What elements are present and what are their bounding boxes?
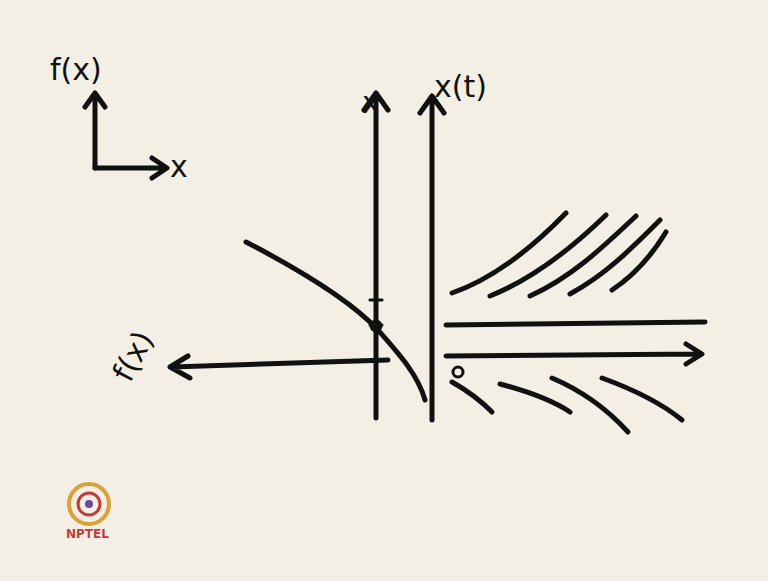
trajectory-constant-upper (446, 322, 705, 325)
axis-label: f(x) (50, 55, 102, 85)
axis-label: x(t) (434, 72, 487, 102)
trajectory-up (452, 213, 566, 293)
trajectory-down (500, 384, 570, 412)
small-horizontal-axis (95, 158, 167, 178)
trajectory-down (602, 378, 682, 420)
fixed-point (372, 322, 380, 330)
start-dot (453, 367, 463, 377)
trajectory-up (612, 232, 666, 290)
fx-axis-left (170, 356, 388, 378)
logo-text: NPTEL (66, 528, 109, 540)
x-axis-vertical (364, 93, 388, 418)
xt-axis (420, 96, 444, 420)
trajectory-down (452, 382, 492, 412)
axis-label: x (362, 88, 380, 118)
small-vertical-axis (85, 93, 105, 168)
fx-curve (246, 242, 425, 400)
trajectory-constant-lower (446, 344, 702, 364)
axis-label: x (170, 152, 188, 182)
logo-mark (69, 484, 109, 524)
